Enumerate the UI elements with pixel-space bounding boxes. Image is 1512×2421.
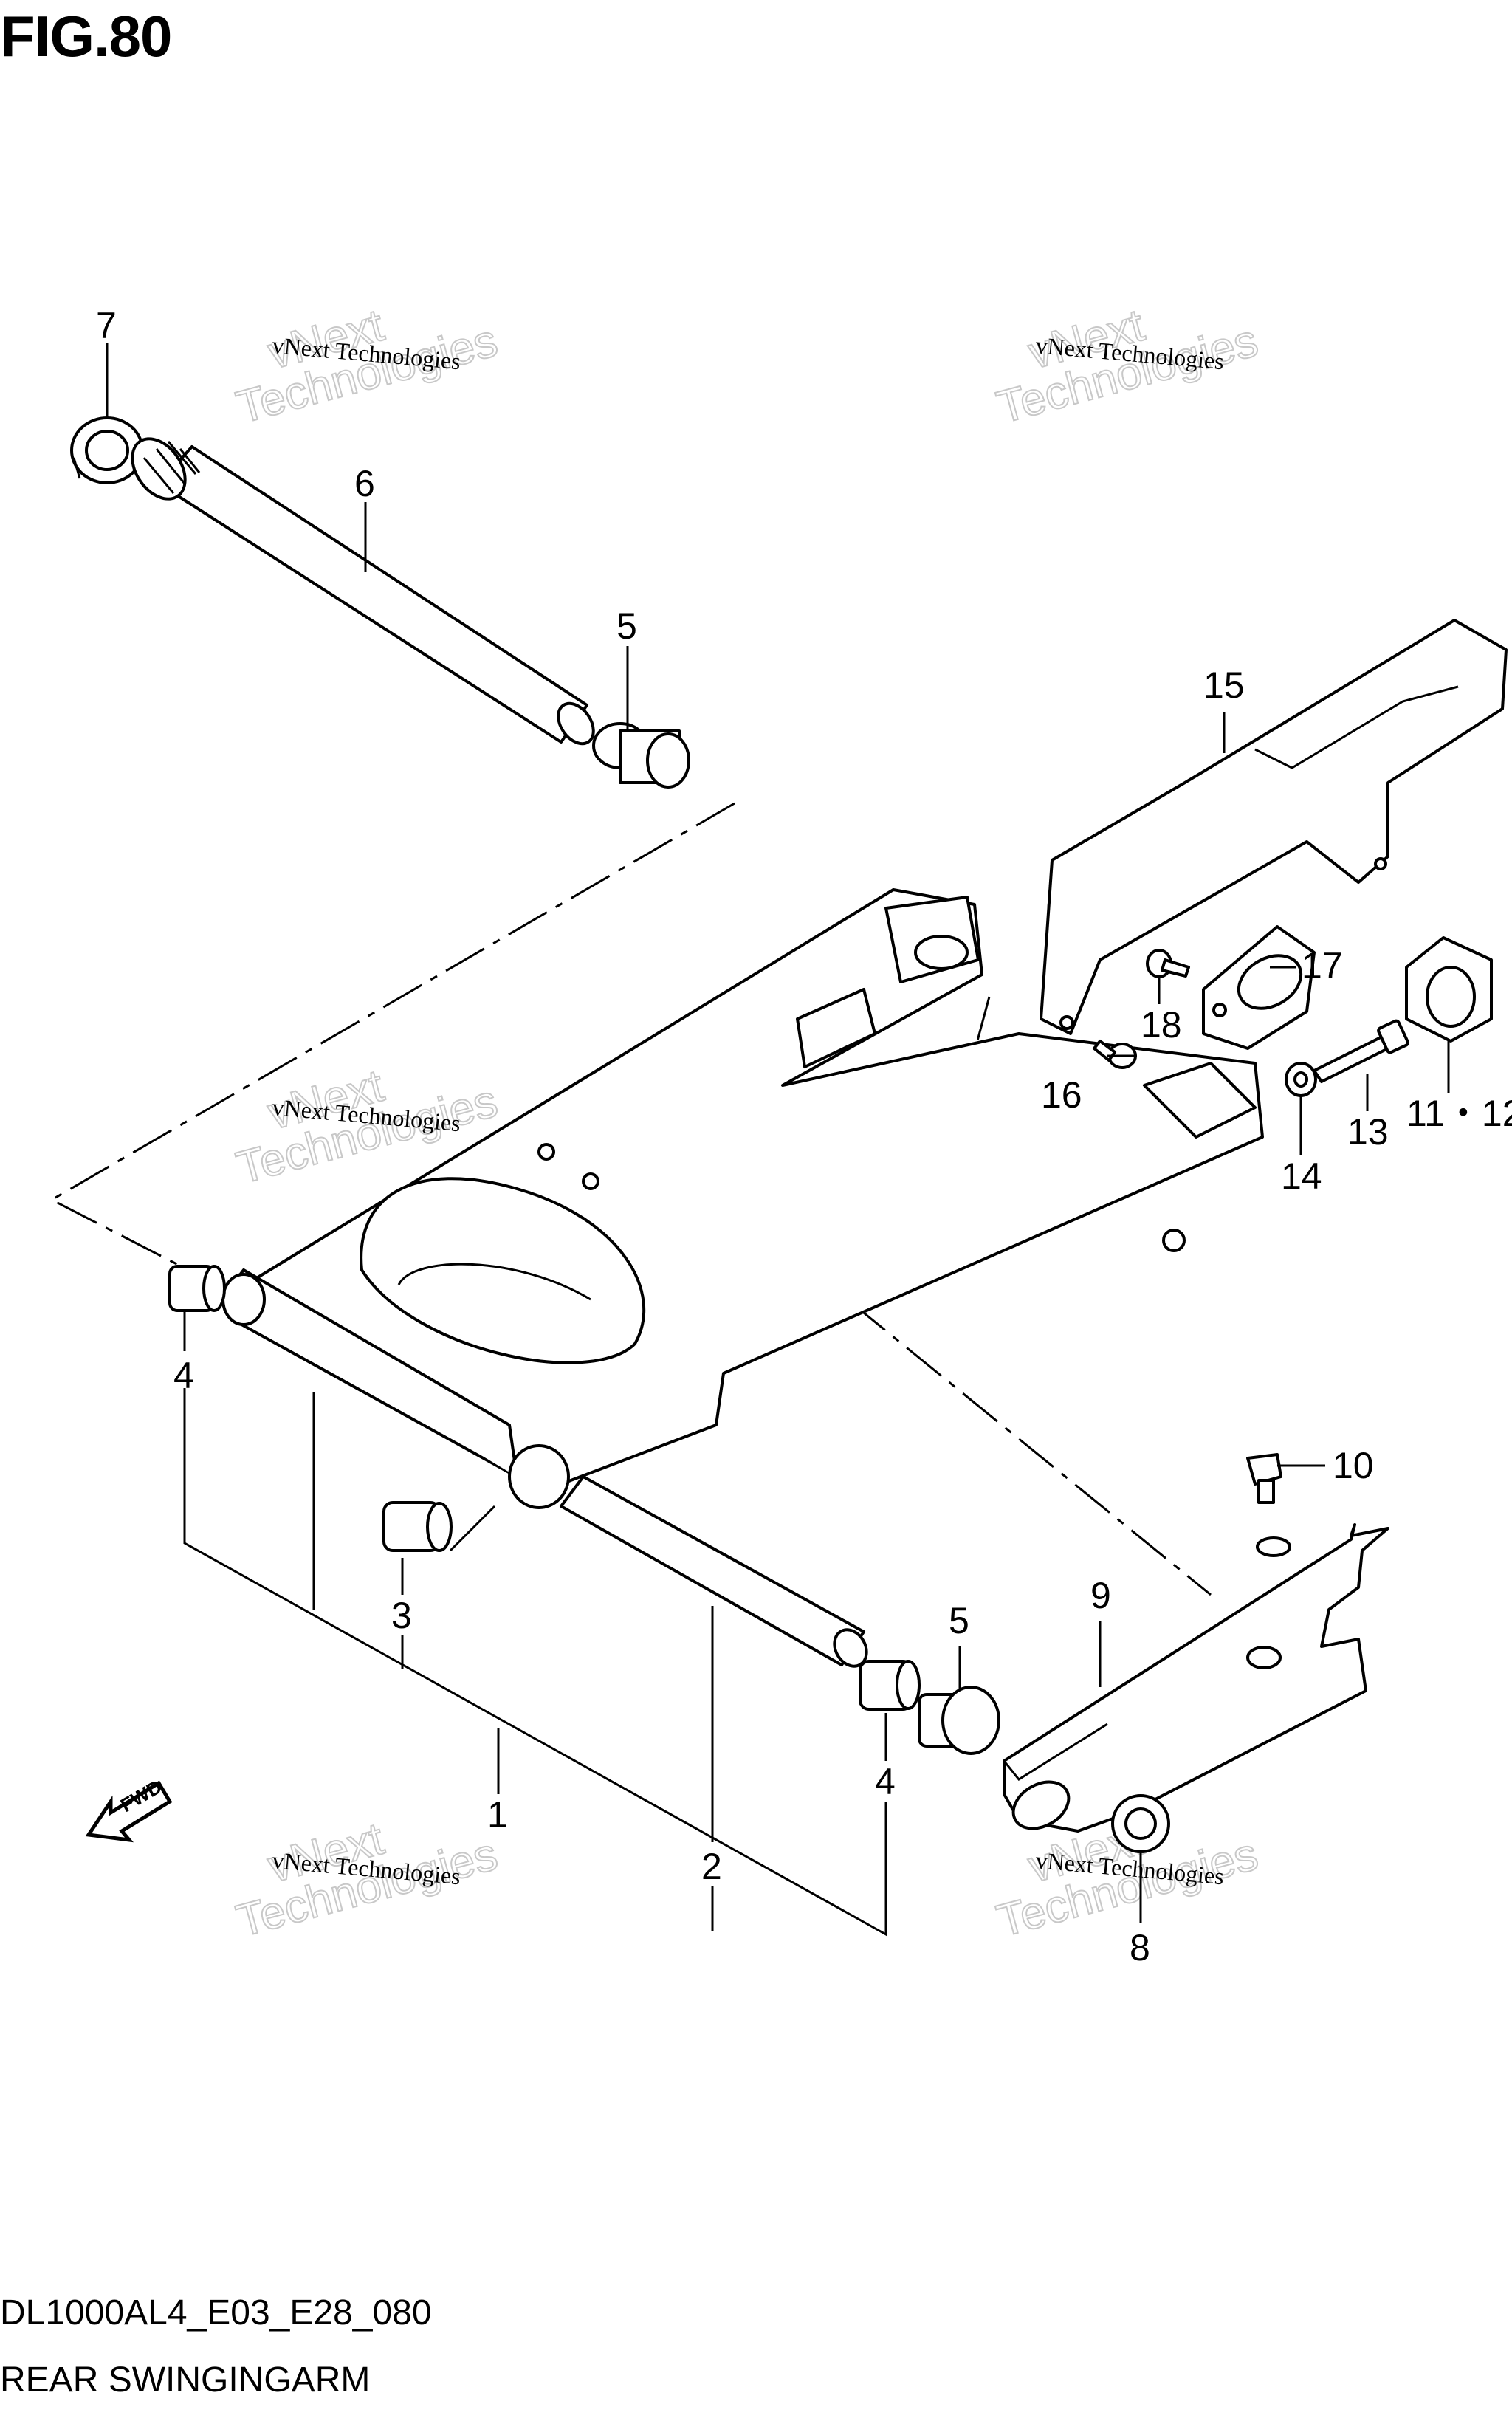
callout-10: 10 (1333, 1445, 1374, 1486)
callout-15: 15 (1203, 665, 1245, 706)
figure-title: FIG.80 (0, 4, 172, 69)
callout-2: 2 (701, 1846, 722, 1887)
callout-4-left: 4 (173, 1355, 194, 1396)
callout-6: 6 (354, 463, 375, 504)
callout-3: 3 (391, 1595, 412, 1636)
part-1-swingarm (220, 888, 1264, 1509)
part-4-bearing-left (168, 1265, 226, 1312)
part-13-adjuster-bolt (1313, 1019, 1409, 1083)
callout-9: 9 (1090, 1575, 1111, 1616)
part-14-washer (1285, 1062, 1317, 1097)
callout-13: 13 (1347, 1111, 1389, 1153)
leader-lines (106, 343, 1450, 1937)
part-5-collar-bottom (918, 1686, 1000, 1755)
model-code: DL1000AL4_E03_E28_080 (0, 2293, 432, 2332)
callout-1: 1 (487, 1794, 508, 1836)
part-15-chain-cover (1040, 619, 1508, 1035)
part-4-bearing-right (859, 1660, 921, 1711)
part-18-bolt (1146, 949, 1190, 978)
callout-16: 16 (1041, 1074, 1082, 1116)
part-3-bearing (382, 1501, 453, 1552)
part-11-12-adjuster (1405, 936, 1493, 1043)
part-9-chain-guide (1003, 1523, 1389, 1833)
part-10-bolt (1246, 1453, 1282, 1504)
part-7-lock-nut (70, 416, 144, 484)
fwd-arrow-icon: FWD (85, 1776, 173, 1843)
part-2-spacer (560, 1475, 868, 1668)
callout-5-top: 5 (616, 605, 637, 647)
callout-8: 8 (1130, 1927, 1150, 1968)
callout-11-12: 11・12 (1406, 1093, 1512, 1134)
callout-5-bottom: 5 (949, 1600, 969, 1641)
callout-4-right: 4 (875, 1761, 896, 1802)
callout-14: 14 (1281, 1155, 1322, 1197)
callout-17: 17 (1302, 945, 1343, 986)
part-17-bracket (1202, 925, 1316, 1050)
figure-name: REAR SWINGINGARM (0, 2360, 371, 2400)
callout-7: 7 (96, 305, 117, 346)
part-5-collar-top (592, 722, 690, 789)
part-6-pivot-shaft (131, 437, 595, 746)
part-8-nut (1111, 1794, 1170, 1853)
callout-labels: 7 6 5 15 17 18 16 11・12 13 14 10 9 8 5 4… (96, 305, 1512, 1968)
callout-18: 18 (1141, 1004, 1182, 1045)
